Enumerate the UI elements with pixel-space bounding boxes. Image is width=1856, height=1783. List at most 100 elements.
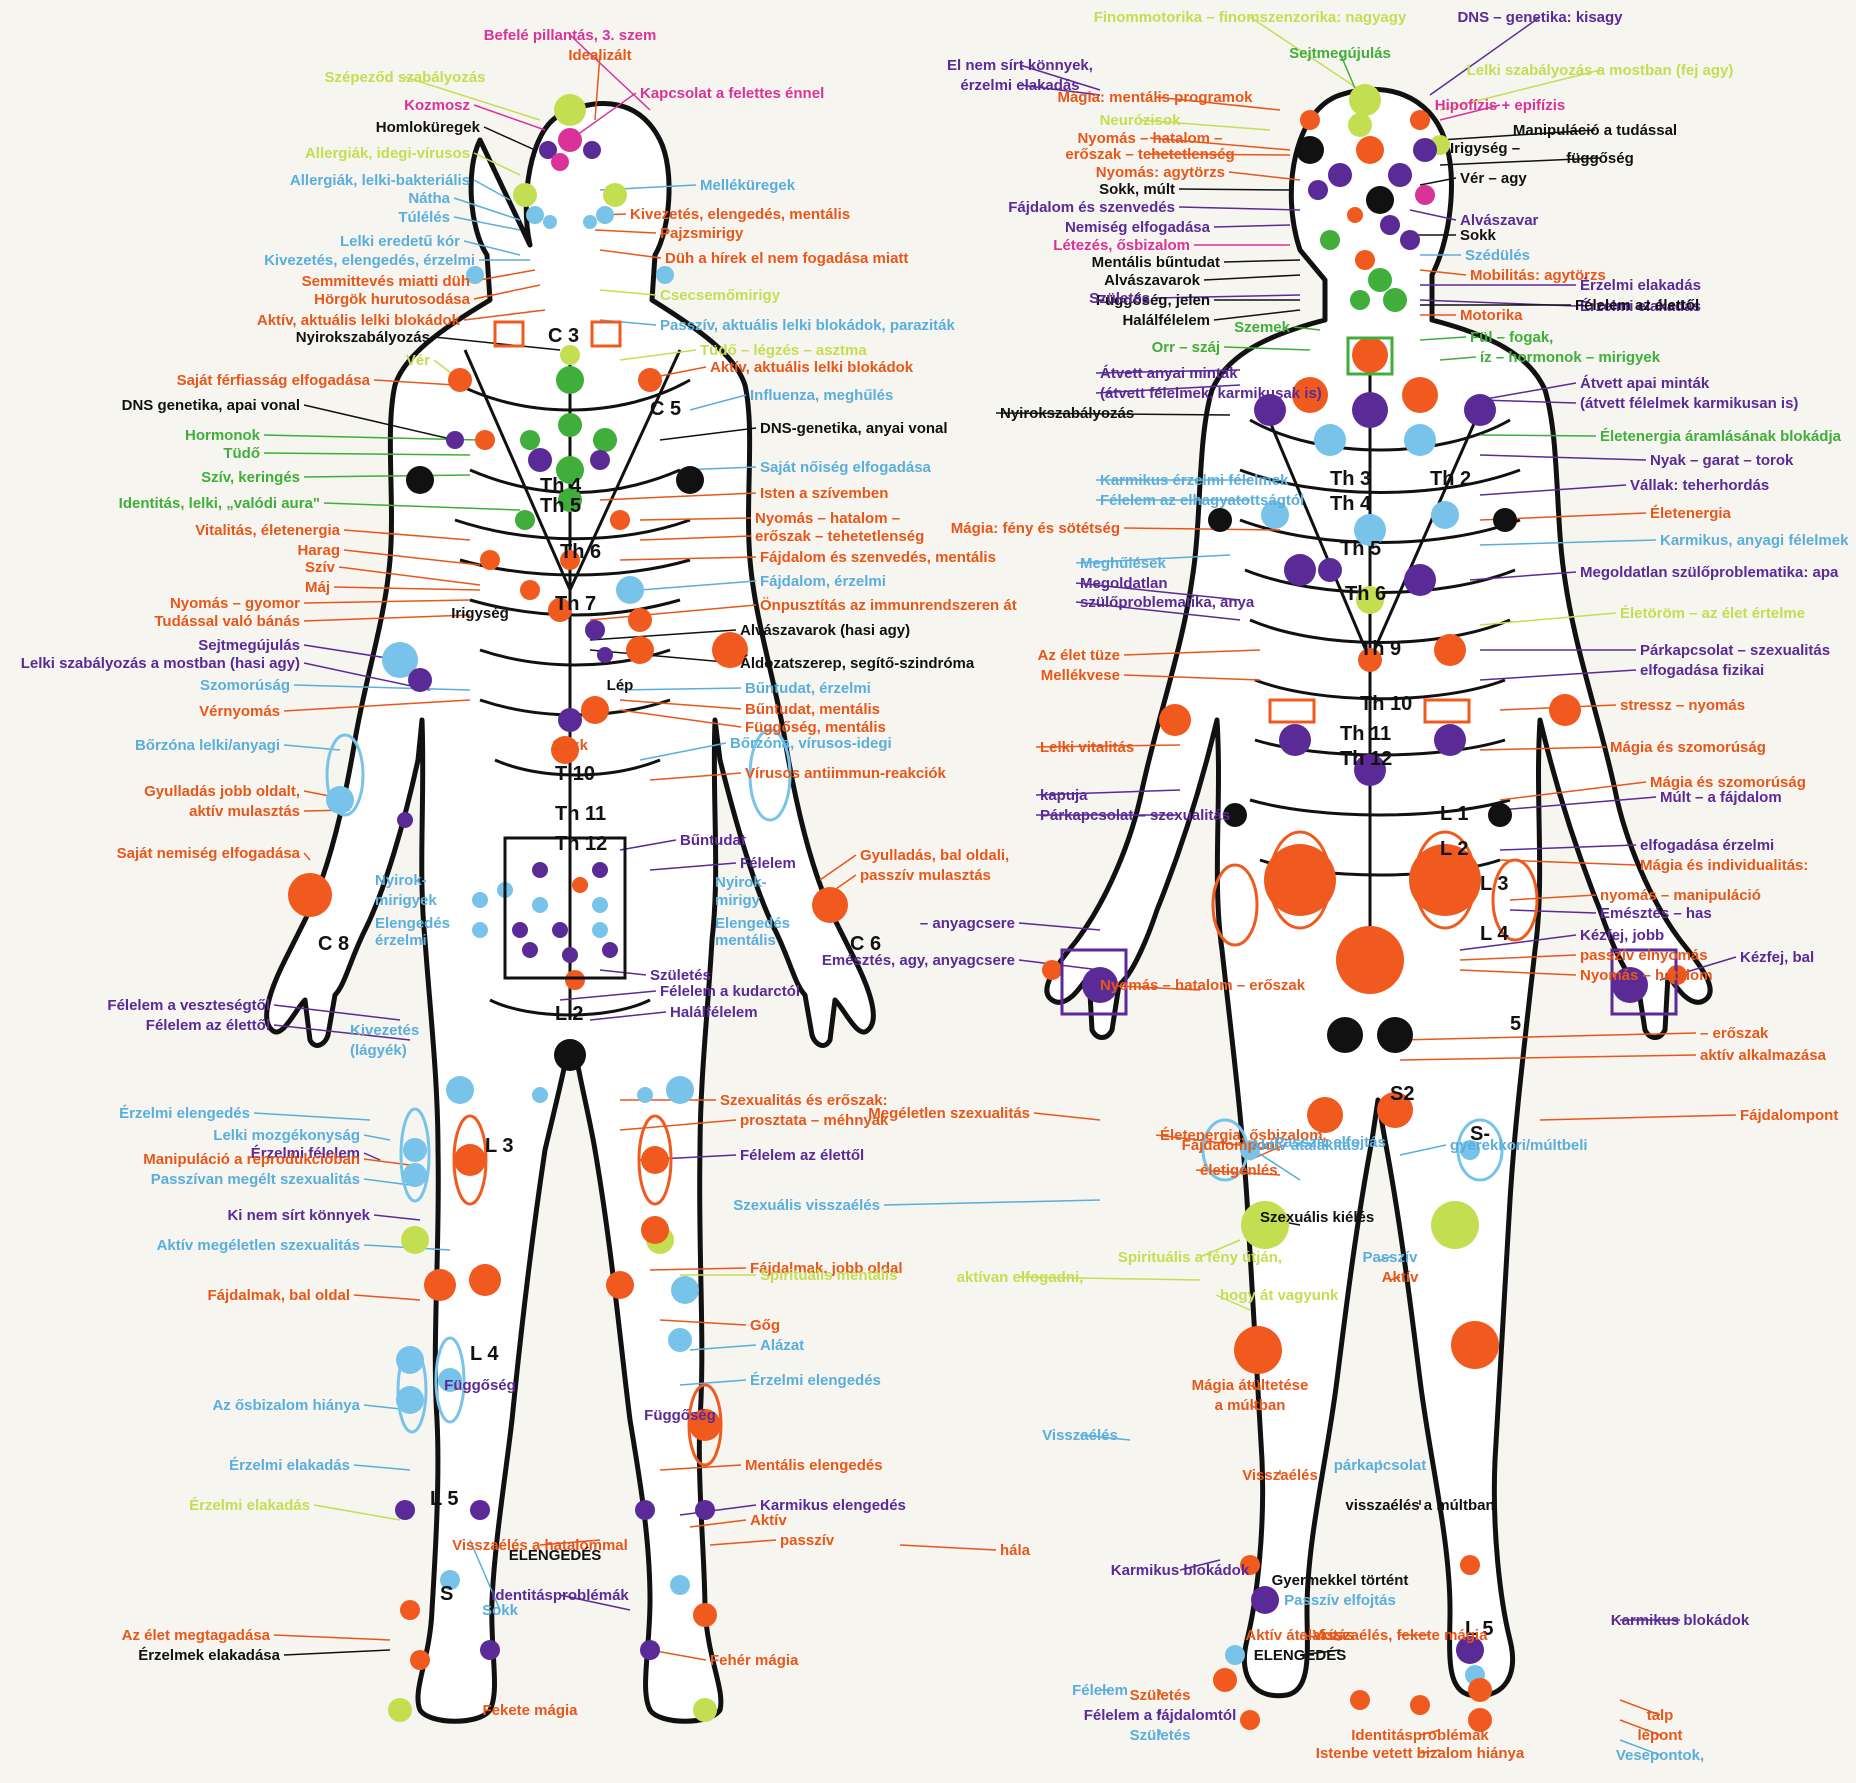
front-label: Máj xyxy=(305,579,330,596)
back-vertebra-label: L 4 xyxy=(1480,923,1509,945)
front-label: Szexualitás és erőszak: xyxy=(720,1092,888,1109)
marker-dot xyxy=(593,428,617,452)
front-label: Szomorúság xyxy=(200,677,290,694)
marker-dot xyxy=(596,206,614,224)
back-label: Emésztés, agy, anyagcsere xyxy=(822,952,1015,969)
back-vertebra-label: L 1 xyxy=(1440,803,1469,825)
marker-dot xyxy=(1350,1690,1370,1710)
marker-dot xyxy=(480,550,500,570)
marker-dot xyxy=(1159,704,1191,736)
back-vertebra-label: L 2 xyxy=(1440,838,1469,860)
marker-dot xyxy=(695,1500,715,1520)
marker-dot xyxy=(1366,186,1394,214)
marker-dot xyxy=(288,873,332,917)
front-label: Passzívan megélt szexualitás xyxy=(151,1171,360,1188)
marker-dot xyxy=(560,345,580,365)
marker-dot xyxy=(513,183,537,207)
front-label: Lelki mozgékonyság xyxy=(213,1127,360,1144)
front-label: Fájdalmak, bal oldal xyxy=(207,1287,350,1304)
back-label: passzív elnyomás xyxy=(1580,947,1708,964)
back-label: Szexuális kiélés xyxy=(1260,1209,1374,1226)
marker-dot xyxy=(1314,424,1346,456)
marker-dot xyxy=(448,368,472,392)
back-label: Mentális bűntudat xyxy=(1092,254,1220,271)
marker-dot xyxy=(470,1500,490,1520)
marker-dot xyxy=(403,1163,427,1187)
marker-dot xyxy=(558,128,582,152)
back-label: Párkapcsolat – szexualitás xyxy=(1040,807,1230,824)
back-label: Gyermekkel történt xyxy=(1272,1572,1409,1589)
marker-dot xyxy=(1368,268,1392,292)
back-label: Emésztés – has xyxy=(1600,905,1712,922)
marker-dot xyxy=(1415,185,1435,205)
marker-dot xyxy=(671,1276,699,1304)
back-label-leader xyxy=(1430,17,1540,95)
front-extra-label: mentális xyxy=(715,932,776,949)
front-extra-label: Irigység xyxy=(451,605,509,622)
marker-dot xyxy=(556,366,584,394)
front-label: Nyomás – hatalom – xyxy=(755,510,900,527)
marker-dot xyxy=(693,1603,717,1627)
marker-dot xyxy=(543,215,557,229)
front-vertebra-label: L 5 xyxy=(430,1488,459,1510)
front-label-leader xyxy=(354,1465,410,1470)
front-label: Saját nőiség elfogadása xyxy=(760,459,932,476)
back-label: Nemiség elfogadása xyxy=(1065,219,1211,236)
front-label-leader xyxy=(314,1505,400,1520)
marker-dot xyxy=(1240,1710,1260,1730)
back-label: Mágia és szomorúság xyxy=(1610,739,1766,756)
marker-dot xyxy=(446,1076,474,1104)
front-label: Hörgök hurutosodása xyxy=(314,291,471,308)
front-extra-label: ELENGEDÉS xyxy=(509,1547,602,1564)
back-label-leader xyxy=(1179,207,1300,210)
marker-dot xyxy=(515,510,535,530)
marker-dot xyxy=(454,1144,486,1176)
front-label: Halálfélelem xyxy=(670,1004,758,1021)
back-label: Nyomás – hatalom xyxy=(1580,967,1713,984)
marker-dot xyxy=(1318,558,1342,582)
marker-dot xyxy=(641,1216,669,1244)
front-label-leader xyxy=(274,1635,390,1640)
marker-dot xyxy=(1493,508,1517,532)
back-label: Szexuális visszaélés xyxy=(733,1197,880,1214)
back-label-leader xyxy=(1214,225,1290,227)
marker-dot xyxy=(1451,1321,1499,1369)
back-label: (átvett félelmek karmikusan is) xyxy=(1580,395,1798,412)
front-extra-label: Elengedés xyxy=(715,915,790,932)
marker-dot xyxy=(1380,215,1400,235)
marker-dot xyxy=(1377,1017,1413,1053)
marker-dot xyxy=(1404,564,1436,596)
back-label: Nyomás – hatalom – xyxy=(1077,130,1222,147)
marker-dot xyxy=(424,1269,456,1301)
front-label: Kapcsolat a felettes énnel xyxy=(640,85,824,102)
back-label: Hipofízis + epifízis xyxy=(1435,97,1565,114)
front-label: Allergiák, idegi-vírusos xyxy=(305,145,470,162)
back-label: Irigység – xyxy=(1450,140,1520,157)
front-label: Félelem xyxy=(740,855,796,872)
back-label: ELENGEDÉS xyxy=(1254,1647,1347,1664)
front-vertebra-label: T 10 xyxy=(555,763,595,785)
marker-dot xyxy=(558,413,582,437)
marker-dot xyxy=(1336,926,1404,994)
marker-dot xyxy=(592,922,608,938)
marker-dot xyxy=(637,1087,653,1103)
front-vertebra-label: C 3 xyxy=(548,325,579,347)
front-vertebra-label: C 5 xyxy=(650,398,681,420)
marker-dot xyxy=(670,1575,690,1595)
front-label: Születés xyxy=(650,967,711,984)
back-label: Megoldatlan szülőproblematika: apa xyxy=(1580,564,1839,581)
front-label: Vér xyxy=(406,352,430,369)
front-label: Félelem a veszteségtől xyxy=(107,997,270,1014)
front-label: Lelki szabályozás a mostban (hasi agy) xyxy=(21,655,300,672)
front-label-leader xyxy=(710,1540,776,1545)
marker-dot xyxy=(552,922,568,938)
back-vertebra-label: Th 4 xyxy=(1330,493,1372,515)
front-label: Saját férfiasság elfogadása xyxy=(177,372,371,389)
back-label: Meghűlések xyxy=(1080,555,1167,572)
front-label: hála xyxy=(1000,1542,1031,1559)
back-label: Múlt – a fájdalom xyxy=(1660,789,1782,806)
marker-dot xyxy=(1279,724,1311,756)
front-label: Tudással való bánás xyxy=(154,613,300,630)
back-label: nyomás – manipuláció xyxy=(1600,887,1761,904)
